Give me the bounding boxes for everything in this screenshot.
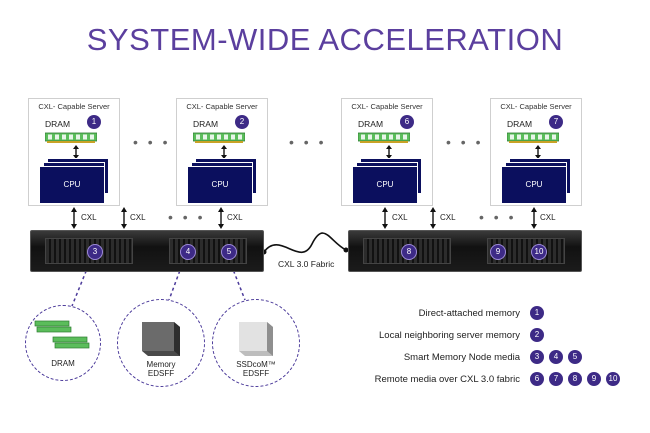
cxl-label: CXL: [540, 213, 556, 222]
badge-10: 10: [531, 244, 547, 260]
legend-text: Local neighboring server memory: [379, 330, 520, 341]
cxl-server-1: CXL- Capable Server DRAM 1 CPU: [28, 98, 120, 206]
dram-modules-icon: [34, 320, 90, 349]
dram-label: DRAM: [193, 119, 219, 129]
memory-edsff-circle: Memory EDSFF: [117, 299, 205, 387]
dram-label: DRAM: [45, 119, 71, 129]
badge-5: 5: [221, 244, 237, 260]
server-label: CXL- Capable Server: [500, 102, 572, 111]
edsff-drive-icon: [142, 322, 180, 356]
cxl-fabric-label: CXL 3.0 Fabric: [278, 259, 335, 269]
dram-label: DRAM: [507, 119, 533, 129]
badge-9: 9: [587, 372, 601, 386]
page-title: SYSTEM-WIDE ACCELERATION: [86, 22, 564, 57]
badge-3: 3: [87, 244, 103, 260]
ssd-edsff-caption-2: EDSFF: [242, 369, 270, 378]
cxl-label: CXL: [130, 213, 146, 222]
legend-neighboring: Local neighboring server memory 2: [300, 328, 640, 344]
ssd-drive-icon: [239, 322, 273, 356]
badge-8: 8: [401, 244, 417, 260]
badge-5: 5: [568, 350, 582, 364]
dram-module-icon: [358, 132, 410, 143]
dram-module-icon: [193, 132, 245, 143]
cxl-server-2: CXL- Capable Server DRAM 2 CPU: [176, 98, 268, 206]
cxl-label: CXL: [440, 213, 456, 222]
smart-memory-node-left: 3 4 5: [30, 230, 264, 272]
cpu-chip: CPU: [352, 166, 418, 204]
dram-caption: DRAM: [51, 359, 75, 368]
memory-edsff-caption-2: EDSFF: [147, 369, 175, 378]
ellipsis: • • •: [446, 134, 484, 150]
legend-remote-media: Remote media over CXL 3.0 fabric 6 7 8 9…: [300, 372, 640, 388]
cxl-label: CXL: [227, 213, 243, 222]
legend-text: Remote media over CXL 3.0 fabric: [374, 374, 520, 385]
server-label: CXL- Capable Server: [186, 102, 258, 111]
badge-1: 1: [87, 115, 101, 129]
cxl-label: CXL: [81, 213, 97, 222]
legend-smart-memory-node: Smart Memory Node media 3 4 5: [300, 350, 640, 366]
badge-7: 7: [549, 372, 563, 386]
memory-edsff-caption-1: Memory: [146, 360, 176, 369]
cpu-chip: CPU: [187, 166, 253, 204]
badge-7: 7: [549, 115, 563, 129]
cxl-label: CXL: [392, 213, 408, 222]
cxl-server-7: CXL- Capable Server DRAM 7 CPU: [490, 98, 582, 206]
ellipsis: • • •: [168, 209, 206, 225]
double-arrow-icon: [386, 145, 392, 159]
ellipsis: • • •: [479, 209, 517, 225]
legend-text: Smart Memory Node media: [403, 352, 520, 363]
badge-9: 9: [490, 244, 506, 260]
ellipsis: • • •: [289, 134, 327, 150]
legend-text: Direct-attached memory: [418, 308, 520, 319]
ssd-edsff-caption-1: SSDcoM™: [236, 360, 276, 369]
badge-2: 2: [235, 115, 249, 129]
legend-direct-attached: Direct-attached memory 1: [300, 306, 640, 322]
badge-2: 2: [530, 328, 544, 342]
ssd-edsff-circle: SSDcoM™ EDSFF: [212, 299, 300, 387]
badge-3: 3: [530, 350, 544, 364]
legend-badges: 6 7 8 9 10: [530, 372, 620, 386]
badge-6: 6: [400, 115, 414, 129]
dram-module-icon: [507, 132, 559, 143]
badge-4: 4: [180, 244, 196, 260]
cxl-server-6: CXL- Capable Server DRAM 6 CPU: [341, 98, 433, 206]
cpu-chip: CPU: [39, 166, 105, 204]
dram-label: DRAM: [358, 119, 384, 129]
double-arrow-icon: [73, 145, 79, 159]
cpu-chip: CPU: [501, 166, 567, 204]
double-arrow-icon: [535, 145, 541, 159]
legend-badges: 1: [530, 306, 544, 320]
double-arrow-icon: [221, 145, 227, 159]
badge-6: 6: [530, 372, 544, 386]
ellipsis: • • •: [133, 134, 171, 150]
badge-10: 10: [606, 372, 620, 386]
server-label: CXL- Capable Server: [351, 102, 423, 111]
badge-1: 1: [530, 306, 544, 320]
dram-media-circle: DRAM: [25, 305, 101, 381]
server-label: CXL- Capable Server: [38, 102, 110, 111]
legend-badges: 2: [530, 328, 544, 342]
dram-module-icon: [45, 132, 97, 143]
badge-4: 4: [549, 350, 563, 364]
legend-badges: 3 4 5: [530, 350, 582, 364]
smart-memory-node-right: 8 9 10: [348, 230, 582, 272]
badge-8: 8: [568, 372, 582, 386]
